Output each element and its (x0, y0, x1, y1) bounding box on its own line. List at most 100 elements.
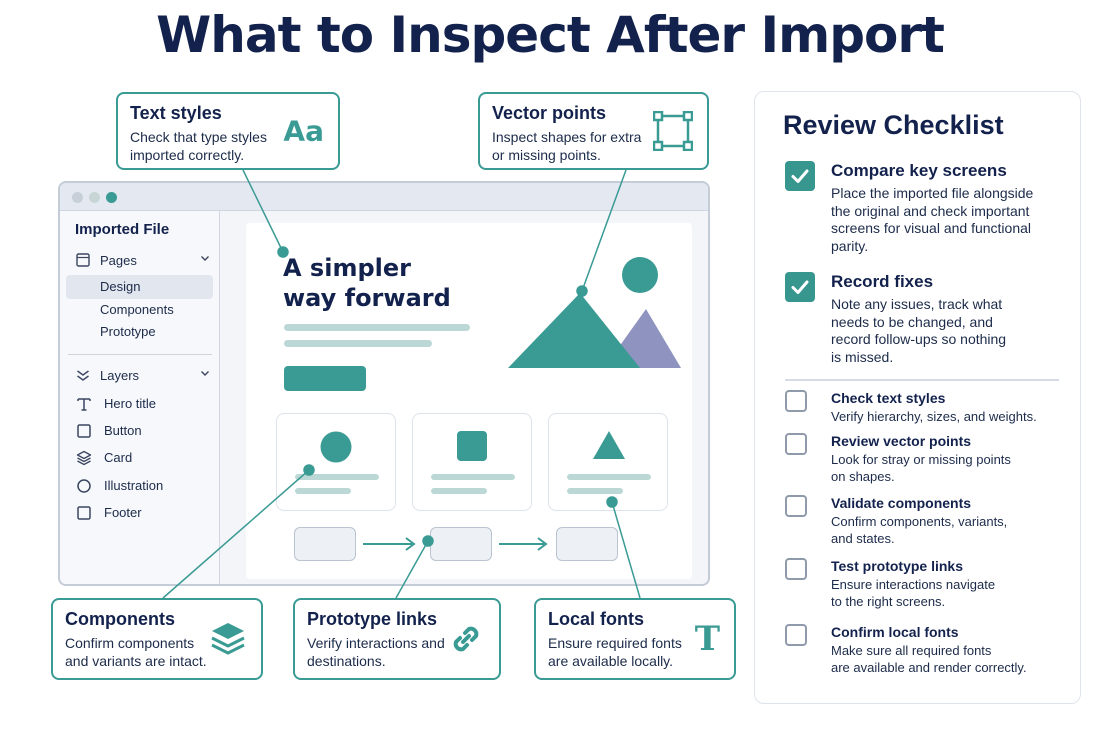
checklist-item[interactable]: Validate components Confirm components, … (785, 495, 1075, 547)
layer-item-button[interactable]: Button (60, 419, 220, 443)
checklist-item-title: Compare key screens (831, 161, 1007, 180)
sidebar-divider (68, 354, 212, 355)
hero-text-placeholder (284, 324, 470, 331)
desc-line: to the right screens. (831, 594, 946, 609)
prototype-frame[interactable] (556, 527, 618, 561)
prototype-frame[interactable] (294, 527, 356, 561)
desc-line: record follow-ups so nothing (831, 331, 1007, 347)
layers-section-header[interactable]: Layers (60, 364, 220, 388)
component-card[interactable] (412, 413, 532, 511)
layer-item-card[interactable]: Card (60, 446, 220, 470)
layer-item-label: Card (104, 450, 133, 465)
vector-points-icon (653, 111, 693, 151)
review-checklist-panel: Review Checklist Compare key screens Pla… (754, 91, 1081, 704)
layer-item-label: Button (104, 423, 142, 438)
desc-line: Look for stray or missing points (831, 452, 1011, 467)
desc-line: on shapes. (831, 469, 895, 484)
desc-line: Place the imported file alongside (831, 185, 1034, 201)
checklist-item-desc: Confirm components, variants, and states… (831, 513, 1007, 547)
chevron-down-icon (201, 371, 209, 376)
app-window: Imported File Pages Design Components Pr… (58, 181, 710, 586)
checklist-item-desc: Verify hierarchy, sizes, and weights. (831, 408, 1037, 425)
checklist-item[interactable]: Review vector points Look for stray or m… (785, 433, 1075, 485)
layer-item-label: Illustration (104, 478, 164, 493)
checklist-item[interactable]: Record fixes Note any issues, track what… (785, 272, 1075, 372)
card-text-placeholder (295, 488, 351, 494)
callout-prototype-links: Prototype links Verify interactions and … (293, 598, 501, 680)
checklist-item[interactable]: Confirm local fonts Make sure all requir… (785, 624, 1075, 676)
callout-desc: Ensure required fonts are available loca… (548, 635, 682, 669)
card-text-placeholder (431, 474, 515, 480)
font-t-icon: T (694, 619, 720, 659)
desc-line: needs to be changed, and (831, 313, 993, 330)
layer-item-illustration[interactable]: Illustration (60, 474, 220, 498)
desc-line: Confirm components, variants, (831, 514, 1008, 529)
desc-line: and states. (831, 531, 895, 546)
page-item-prototype[interactable]: Prototype (60, 320, 220, 344)
page-item-components[interactable]: Components (60, 298, 220, 322)
desc-line: are available and render correctly. (831, 660, 1027, 675)
checkbox-unchecked[interactable] (785, 495, 807, 517)
checkmark-icon (791, 169, 809, 183)
page-item-design[interactable]: Design (66, 275, 213, 299)
checklist-item[interactable]: Compare key screens Place the imported f… (785, 161, 1075, 261)
stack-icon (76, 450, 92, 466)
checkbox-unchecked[interactable] (785, 558, 807, 580)
component-card[interactable] (276, 413, 396, 511)
pages-section-header[interactable]: Pages (60, 249, 220, 273)
link-icon (453, 626, 479, 652)
checkbox-unchecked[interactable] (785, 390, 807, 412)
checklist-item-desc: Place the imported file alongside the or… (831, 185, 1033, 255)
page-item-label: Components (100, 302, 174, 317)
layer-item-label: Hero title (104, 396, 157, 411)
checkbox-unchecked[interactable] (785, 433, 807, 455)
window-minimize-dot[interactable] (89, 192, 100, 203)
design-canvas[interactable]: A simpler way forward (246, 223, 692, 579)
layers-stack-icon (211, 623, 245, 655)
checklist-divider (785, 379, 1059, 381)
pages-label: Pages (100, 253, 137, 268)
callout-vector-points: Vector points Inspect shapes for extra o… (478, 92, 709, 170)
checkbox-checked[interactable] (785, 161, 815, 191)
callout-title: Local fonts (548, 609, 645, 629)
page-title: What to Inspect After Import (156, 6, 945, 64)
checkmark-icon (791, 280, 809, 294)
layer-item-footer[interactable]: Footer (60, 501, 220, 525)
checklist-item-title: Test prototype links (831, 558, 963, 574)
layer-item-hero-title[interactable]: Hero title (60, 392, 220, 416)
square-icon (77, 506, 91, 520)
card-text-placeholder (567, 488, 623, 494)
layers-label: Layers (100, 368, 140, 383)
checklist-item-desc: Ensure interactions navigate to the righ… (831, 576, 995, 610)
checklist-item[interactable]: Check text styles Verify hierarchy, size… (785, 390, 1075, 426)
checklist-item[interactable]: Test prototype links Ensure interactions… (785, 558, 1075, 610)
checklist-item-desc: Note any issues, track what needs to be … (831, 296, 1006, 366)
page-icon (76, 253, 90, 267)
checklist-title: Review Checklist (783, 110, 1004, 140)
arrow-right-icon (499, 537, 548, 551)
callout-components: Components Confirm components and varian… (51, 598, 263, 680)
checklist-item-title: Validate components (831, 495, 972, 511)
callout-local-fonts: Local fonts Ensure required fonts are av… (534, 598, 736, 680)
window-maximize-dot[interactable] (106, 192, 117, 203)
component-card[interactable] (548, 413, 668, 511)
page-item-label: Prototype (100, 324, 156, 339)
mountain-illustration[interactable] (506, 253, 681, 368)
arrow-right-icon (363, 537, 416, 551)
hero-title[interactable]: A simpler way forward (283, 253, 451, 313)
checkbox-unchecked[interactable] (785, 624, 807, 646)
layer-item-label: Footer (104, 505, 142, 520)
window-titlebar (60, 183, 708, 211)
desc-line: Verify hierarchy, sizes, and weights. (831, 409, 1037, 424)
page-item-label: Design (100, 279, 141, 294)
checklist-item-title: Record fixes (831, 272, 934, 291)
callout-desc: Check that type styles imported correctl… (130, 129, 267, 163)
double-chevron-icon (77, 370, 89, 381)
checkbox-checked[interactable] (785, 272, 815, 302)
hero-button[interactable] (284, 366, 366, 391)
callout-desc: Inspect shapes for extra or missing poin… (492, 129, 642, 163)
window-close-dot[interactable] (72, 192, 83, 203)
callout-desc: Verify interactions and destinations. (307, 635, 445, 669)
card-text-placeholder (431, 488, 487, 494)
desc-line: parity. (831, 237, 869, 254)
